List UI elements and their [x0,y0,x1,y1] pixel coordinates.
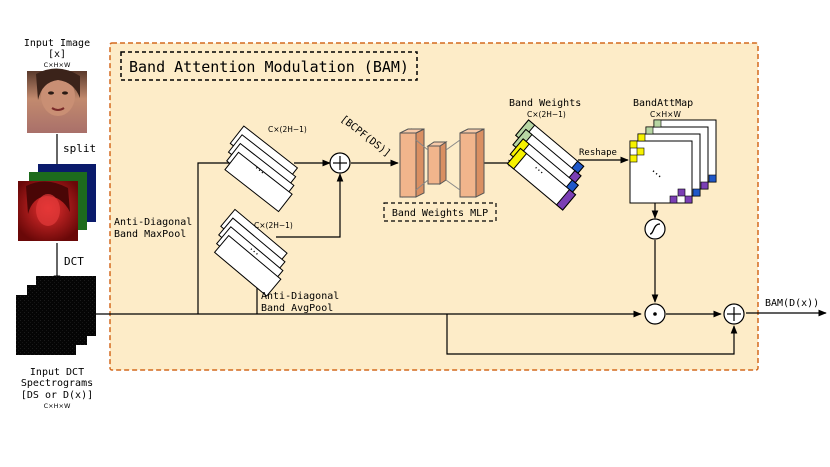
mlp-label-box [383,202,497,222]
avgpool-stack [213,208,288,297]
spectrogram-dims: C×H×W [44,402,71,410]
spectrogram-title-1: Input DCT [30,367,84,378]
band-weights-mlp [399,128,485,198]
module-title-box [120,51,418,81]
dct-label: DCT [64,255,84,268]
band-weights-stack [506,119,585,211]
avgpool-label-2: Band AvgPool [261,303,333,314]
module-title: Band Attention Modulation (BAM) [129,58,409,76]
band-weights-title: Band Weights [509,98,581,109]
plus-circle-icon [329,152,351,174]
maxpool-stack [224,125,299,213]
input-title: Input Image [24,38,90,49]
attmap-stack [629,119,717,204]
avgpool-dims: C×(2H−1) [254,221,293,230]
input-face-image [27,68,87,133]
dot-circle-icon [644,303,666,325]
input-dims: C×H×W [44,61,71,69]
attmap-dims: C×H×W [650,110,681,119]
add-circle-icon [723,303,745,325]
avgpool-label-1: Anti-Diagonal [261,291,339,302]
input-symbol: [x] [48,49,66,60]
dct-spectrogram-stack [16,276,96,355]
rgb-channel-stack [18,164,96,241]
spectrogram-title-3: [DS or D(x)] [21,390,93,401]
output-label: BAM(D(x)) [765,298,819,309]
reshape-label: Reshape [579,148,617,158]
flow-lines [96,156,827,355]
maxpool-label-1: Anti-Diagonal [114,217,192,228]
attmap-diagonal-cells [629,119,717,204]
maxpool-dims: C×(2H−1) [268,125,307,134]
spectrogram-title-2: Spectrograms [21,378,93,389]
sigmoid-icon [644,218,666,240]
mlp-label: Band Weights MLP [392,208,488,219]
maxpool-label-2: Band MaxPool [114,229,186,240]
attmap-title: BandAttMap [633,98,693,109]
split-label: split [63,142,96,155]
band-weights-dims: C×(2H−1) [527,110,566,119]
